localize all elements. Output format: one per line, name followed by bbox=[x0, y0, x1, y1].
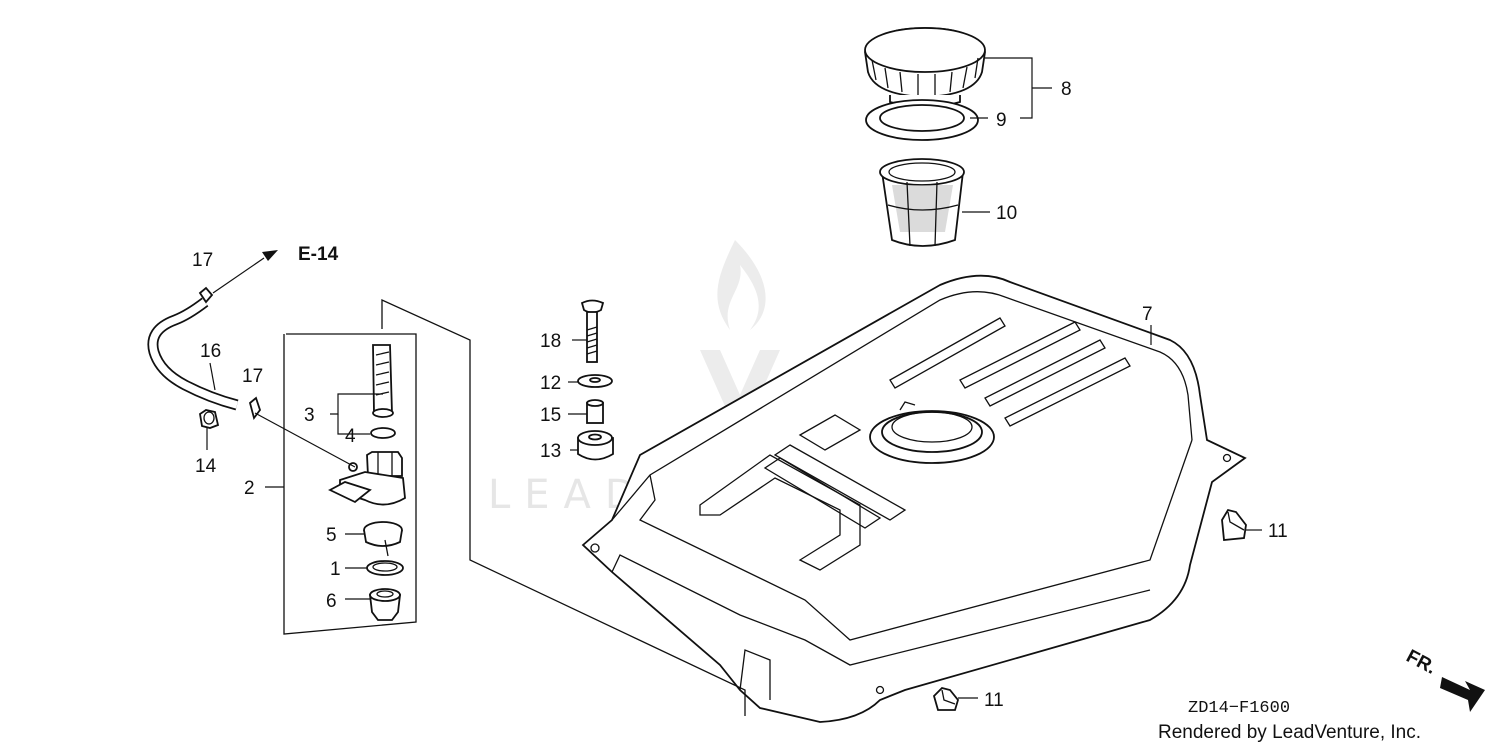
o-ring-1[interactable] bbox=[366, 560, 404, 576]
fuel-cock-box bbox=[283, 298, 746, 716]
fuel-tank[interactable] bbox=[581, 274, 1247, 723]
tank-grommet-bottom[interactable] bbox=[932, 687, 959, 711]
fuel-tube[interactable] bbox=[147, 297, 239, 411]
e14-reference-label[interactable]: E-14 bbox=[298, 244, 339, 265]
callout-9[interactable]: 9 bbox=[996, 110, 1007, 131]
bolt[interactable] bbox=[580, 299, 605, 363]
callout-18[interactable]: 18 bbox=[540, 331, 561, 352]
e14-reference-arrow bbox=[212, 250, 278, 294]
tube-band[interactable] bbox=[199, 409, 220, 429]
o-ring-4[interactable] bbox=[370, 427, 396, 439]
callout-8[interactable]: 8 bbox=[1061, 79, 1072, 100]
callout-15[interactable]: 15 bbox=[540, 405, 561, 426]
callout-13[interactable]: 13 bbox=[540, 441, 561, 462]
collar[interactable] bbox=[586, 399, 604, 424]
cap-gasket[interactable] bbox=[865, 99, 979, 141]
callout-17-top[interactable]: 17 bbox=[192, 250, 213, 271]
callout-1[interactable]: 1 bbox=[330, 559, 341, 580]
diagram-code: ZD14−F1600 bbox=[1188, 699, 1290, 718]
callout-11-right[interactable]: 11 bbox=[1268, 521, 1288, 542]
washer[interactable] bbox=[577, 374, 613, 388]
callout-6[interactable]: 6 bbox=[326, 591, 337, 612]
callout-2[interactable]: 2 bbox=[244, 478, 255, 499]
callout-17-lower[interactable]: 17 bbox=[242, 366, 263, 387]
callout-3[interactable]: 3 bbox=[304, 405, 315, 426]
callout-5[interactable]: 5 bbox=[326, 525, 337, 546]
front-label: FR. bbox=[1403, 646, 1440, 679]
fuel-cock-filter[interactable] bbox=[372, 344, 394, 418]
callout-14[interactable]: 14 bbox=[195, 456, 217, 477]
callout-4[interactable]: 4 bbox=[345, 426, 356, 447]
tank-grommet-right[interactable] bbox=[1221, 508, 1247, 541]
fuel-cup[interactable] bbox=[368, 588, 402, 621]
callout-10[interactable]: 10 bbox=[996, 203, 1017, 224]
tube-clip-lower[interactable] bbox=[248, 396, 262, 421]
front-arrow: FR. bbox=[1403, 646, 1485, 712]
fuel-strainer[interactable] bbox=[879, 158, 965, 247]
render-credit: Rendered by LeadVenture, Inc. bbox=[1158, 722, 1421, 743]
callout-16[interactable]: 16 bbox=[200, 341, 221, 362]
fuel-cock-valve[interactable] bbox=[363, 521, 403, 557]
fuel-cap[interactable] bbox=[864, 27, 986, 108]
callout-labels: 1 2 3 4 5 6 7 8 9 10 11 11 12 13 14 15 1… bbox=[192, 79, 1288, 711]
fuel-cock-body[interactable] bbox=[328, 451, 406, 506]
callout-7[interactable]: 7 bbox=[1142, 304, 1153, 325]
callout-11-bottom[interactable]: 11 bbox=[984, 690, 1004, 711]
tube-clip-top[interactable] bbox=[198, 286, 214, 304]
callout-12[interactable]: 12 bbox=[540, 373, 561, 394]
leader-lines bbox=[206, 57, 1262, 699]
grommet[interactable] bbox=[577, 430, 614, 461]
